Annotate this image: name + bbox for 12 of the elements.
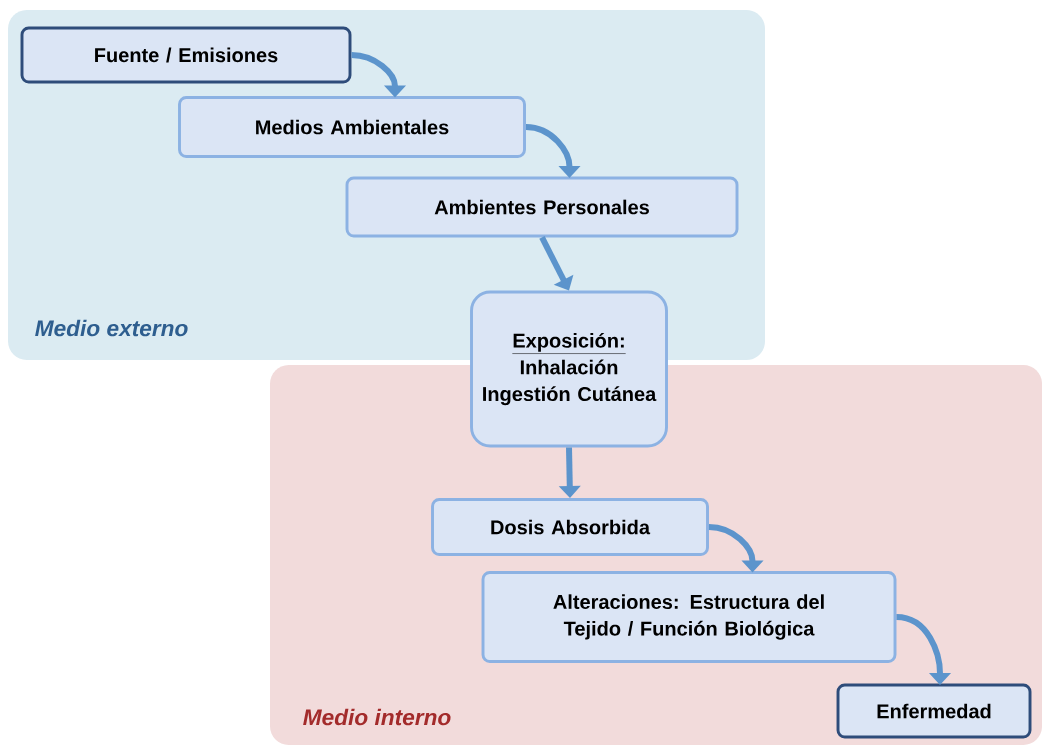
process-box: Fuente / Emisiones [20, 26, 352, 84]
process-box: Ambientes Personales [345, 176, 739, 238]
arrow [896, 614, 952, 685]
band-label: Medio interno [303, 708, 451, 726]
process-box: Alteraciones: Estructura del Tejido / Función Biológica [481, 571, 897, 663]
band-label: Medio externo [35, 319, 188, 337]
arrow [525, 124, 581, 178]
process-box: Medios Ambientales [178, 96, 526, 158]
process-box: Exposición: Inhalación Ingestión Cutánea [470, 290, 668, 448]
process-box: Enfermedad [836, 683, 1032, 739]
arrow [539, 236, 574, 291]
process-box: Dosis Absorbida [431, 498, 709, 556]
